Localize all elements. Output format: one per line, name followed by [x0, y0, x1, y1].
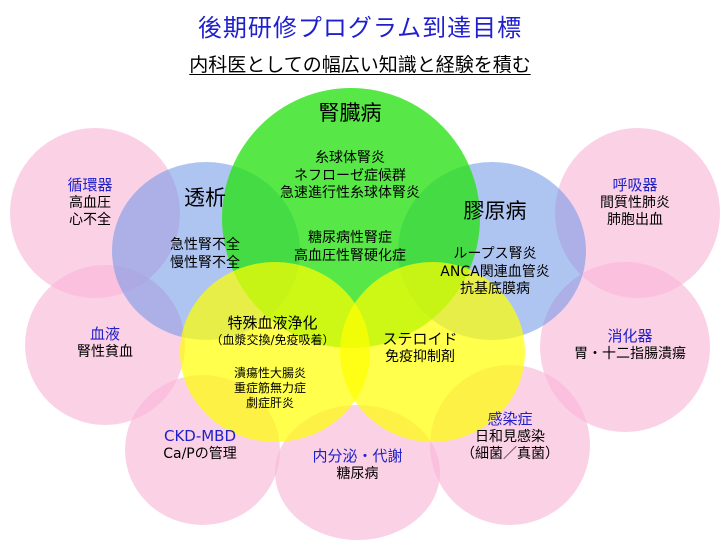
- blood-purification-heading-label: 特殊血液浄化 （血漿交換/免疫吸着）: [200, 314, 345, 348]
- cardio-item: 心不全: [69, 212, 111, 229]
- dialysis-item: 急性腎不全: [170, 237, 240, 253]
- cardio-heading: 循環器: [67, 176, 113, 194]
- respiratory-item: 肺胞出血: [607, 212, 663, 229]
- kidney-heading-label: 腎臓病: [290, 100, 410, 126]
- collagen-item: 抗基底膜病: [460, 281, 530, 297]
- endocrine-heading: 内分泌・代謝: [312, 447, 403, 465]
- page-title: 後期研修プログラム到達目標: [197, 14, 523, 42]
- blood-purification-note: （血漿交換/免疫吸着）: [210, 332, 335, 347]
- blood-purification-item: 劇症肝炎: [245, 396, 294, 410]
- blood-purification-circle: [180, 262, 370, 442]
- steroid-heading: ステロイド: [382, 330, 458, 348]
- digestive-heading: 消化器: [607, 327, 653, 345]
- infection-item: （細菌／真菌）: [461, 446, 559, 463]
- collagen-heading-label: 膠原病: [440, 198, 550, 224]
- cardio-item: 高血圧: [69, 194, 111, 211]
- blood-purification-item: 重症筋無力症: [233, 381, 306, 395]
- infection-label: 感染症 日和見感染 （細菌／真菌）: [445, 410, 575, 464]
- kidney-item: 糸球体腎炎: [315, 150, 385, 166]
- kidney-items-bottom: 糖尿病性腎症 高血圧性腎硬化症: [255, 230, 445, 265]
- blood-item: 腎性貧血: [77, 343, 133, 360]
- respiratory-heading: 呼吸器: [612, 176, 658, 194]
- cardio-label: 循環器 高血圧 心不全: [40, 176, 140, 230]
- ckd-heading: CKD-MBD: [163, 427, 237, 445]
- respiratory-item: 間質性肺炎: [600, 194, 670, 211]
- collagen-item: ANCA関連血管炎: [440, 263, 550, 280]
- kidney-item: 高血圧性腎硬化症: [294, 247, 406, 264]
- digestive-label: 消化器 胃・十二指腸潰瘍: [565, 327, 695, 363]
- page-subtitle: 内科医としての幅広い知識と経験を積む: [0, 50, 720, 77]
- kidney-item: ネフローゼ症候群: [294, 167, 406, 184]
- blood-purification-heading: 特殊血液浄化: [227, 314, 318, 332]
- endocrine-label: 内分泌・代謝 糖尿病: [295, 447, 420, 483]
- infection-item: 日和見感染: [475, 428, 545, 445]
- infection-heading: 感染症: [487, 410, 533, 428]
- collagen-item: ループス腎炎: [453, 246, 537, 262]
- endocrine-item: 糖尿病: [336, 465, 379, 482]
- dialysis-heading-label: 透析: [155, 185, 255, 211]
- ckd-item: Ca/Pの管理: [163, 445, 237, 462]
- dialysis-heading: 透析: [184, 186, 226, 210]
- subtitle-text: 内科医としての幅広い知識と経験を積む: [189, 54, 531, 76]
- collagen-heading: 膠原病: [463, 199, 527, 223]
- respiratory-label: 呼吸器 間質性肺炎 肺胞出血: [580, 176, 690, 230]
- ckd-label: CKD-MBD Ca/Pの管理: [145, 427, 255, 463]
- kidney-item: 急速進行性糸球体腎炎: [280, 185, 420, 201]
- kidney-heading: 腎臓病: [318, 101, 382, 125]
- blood-heading: 血液: [89, 325, 120, 343]
- blood-purification-item: 潰瘍性大腸炎: [233, 366, 306, 380]
- blood-label: 血液 腎性貧血: [55, 325, 155, 361]
- dialysis-items: 急性腎不全 慢性腎不全: [150, 237, 260, 272]
- digestive-item: 胃・十二指腸潰瘍: [574, 345, 686, 362]
- kidney-items-top: 糸球体腎炎 ネフローゼ症候群 急速進行性糸球体腎炎: [250, 150, 450, 203]
- collagen-items: ループス腎炎 ANCA関連血管炎 抗基底膜病: [425, 246, 565, 299]
- blood-purification-items: 潰瘍性大腸炎 重症筋無力症 劇症肝炎: [215, 366, 325, 411]
- steroid-label: ステロイド 免疫抑制剤: [365, 330, 475, 366]
- steroid-item: 免疫抑制剤: [385, 348, 455, 365]
- kidney-item: 糖尿病性腎症: [308, 230, 392, 246]
- steroid-circle: [340, 262, 525, 442]
- dialysis-item: 慢性腎不全: [170, 254, 240, 271]
